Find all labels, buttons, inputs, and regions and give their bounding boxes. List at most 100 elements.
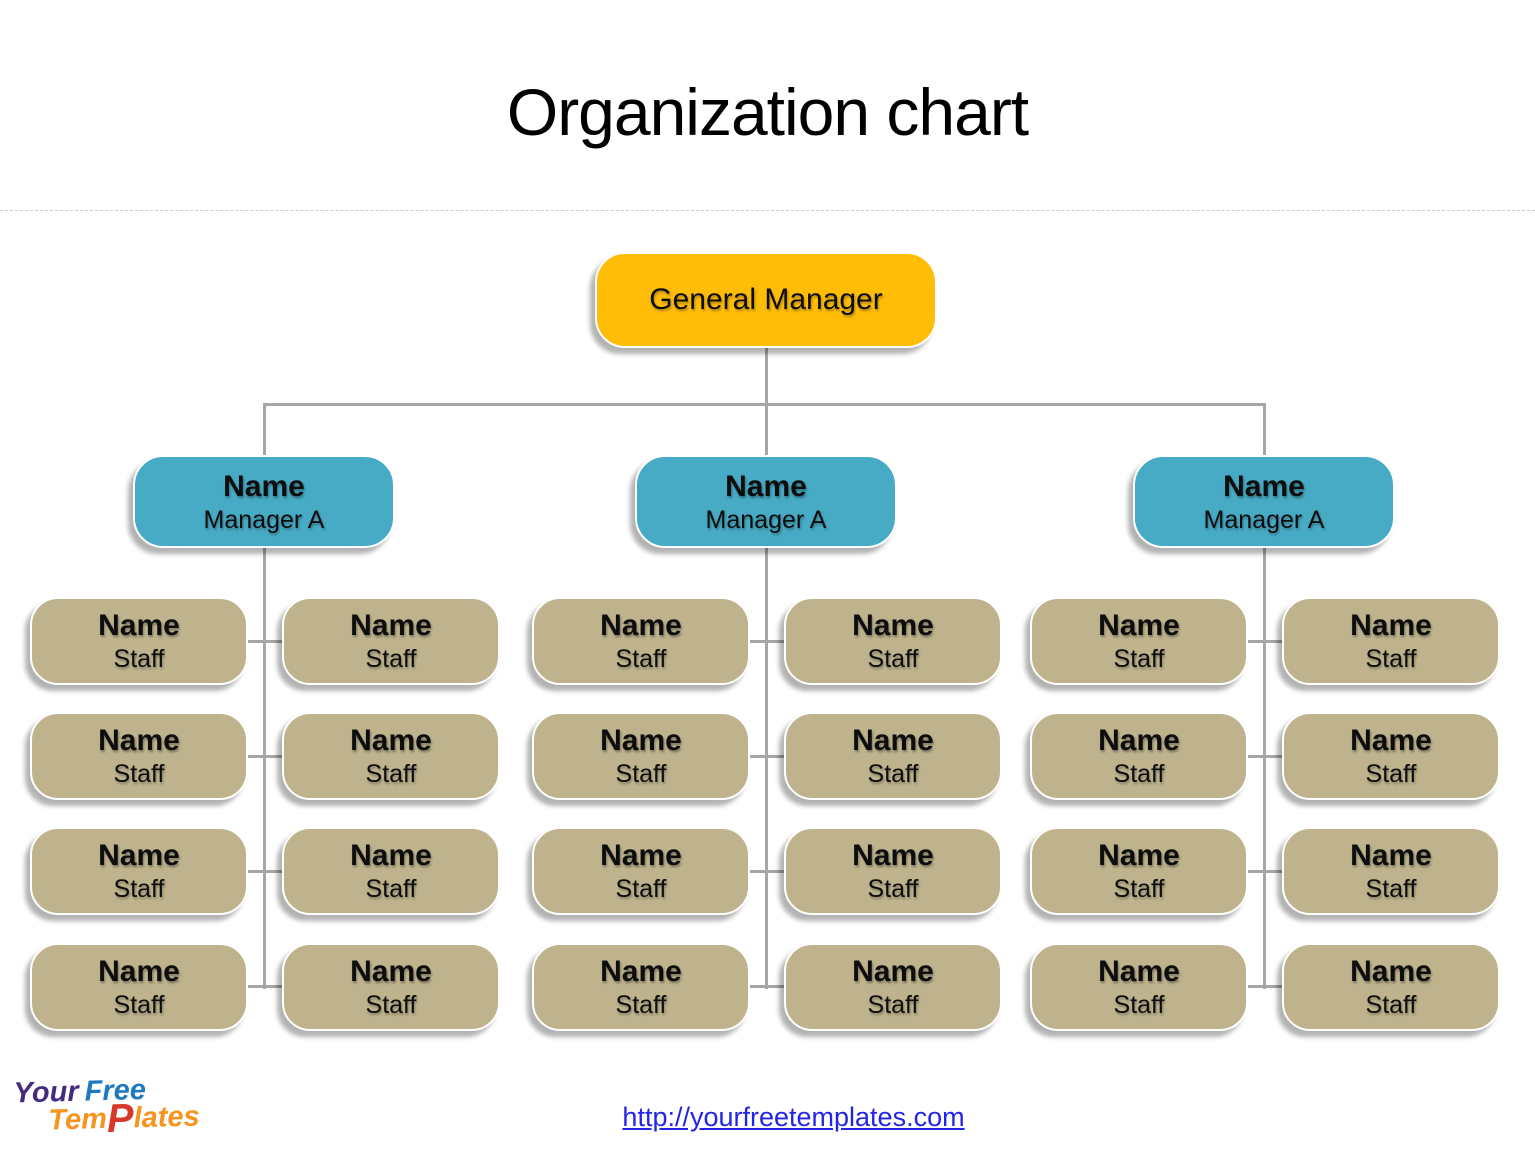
staff-role: Staff bbox=[1113, 875, 1165, 903]
staff-name: Name bbox=[600, 609, 682, 642]
staff-name: Name bbox=[1350, 724, 1432, 757]
staff-node: Name Staff bbox=[1030, 712, 1248, 800]
staff-name: Name bbox=[1098, 609, 1180, 642]
staff-role: Staff bbox=[1113, 991, 1165, 1019]
staff-name: Name bbox=[1098, 955, 1180, 988]
connector-stub bbox=[243, 640, 285, 643]
staff-role: Staff bbox=[867, 875, 919, 903]
staff-name: Name bbox=[852, 839, 934, 872]
connector-spine-3 bbox=[1263, 545, 1266, 989]
manager-node-1: Name Manager A bbox=[133, 455, 395, 548]
connector-spine-1 bbox=[263, 545, 266, 989]
page-title: Organization chart bbox=[506, 75, 1029, 149]
staff-role: Staff bbox=[365, 760, 417, 788]
connector-stub bbox=[1243, 755, 1285, 758]
staff-node: Name Staff bbox=[30, 712, 248, 800]
staff-name: Name bbox=[600, 724, 682, 757]
staff-node: Name Staff bbox=[1282, 943, 1500, 1031]
connector-stub bbox=[745, 755, 787, 758]
staff-node: Name Staff bbox=[282, 712, 500, 800]
staff-node: Name Staff bbox=[282, 827, 500, 915]
staff-node: Name Staff bbox=[1282, 712, 1500, 800]
staff-role: Staff bbox=[1365, 645, 1417, 673]
staff-role: Staff bbox=[113, 991, 165, 1019]
connector-stub bbox=[243, 985, 285, 988]
connector-stub bbox=[1243, 985, 1285, 988]
staff-name: Name bbox=[600, 955, 682, 988]
staff-node: Name Staff bbox=[1282, 597, 1500, 685]
footer-link[interactable]: http://yourfreetemplates.com bbox=[622, 1102, 965, 1132]
staff-name: Name bbox=[1350, 955, 1432, 988]
staff-name: Name bbox=[1098, 839, 1180, 872]
staff-name: Name bbox=[1350, 609, 1432, 642]
staff-node: Name Staff bbox=[1030, 597, 1248, 685]
staff-name: Name bbox=[98, 724, 180, 757]
staff-role: Staff bbox=[1113, 645, 1165, 673]
manager-role: Manager A bbox=[1203, 505, 1325, 534]
staff-node: Name Staff bbox=[784, 712, 1002, 800]
connector-stub bbox=[243, 755, 285, 758]
staff-name: Name bbox=[350, 609, 432, 642]
staff-role: Staff bbox=[365, 991, 417, 1019]
divider-line bbox=[0, 210, 1535, 211]
staff-name: Name bbox=[98, 839, 180, 872]
staff-role: Staff bbox=[365, 875, 417, 903]
staff-role: Staff bbox=[113, 645, 165, 673]
staff-role: Staff bbox=[1365, 760, 1417, 788]
staff-node: Name Staff bbox=[1030, 827, 1248, 915]
staff-node: Name Staff bbox=[532, 597, 750, 685]
staff-name: Name bbox=[852, 724, 934, 757]
staff-role: Staff bbox=[365, 645, 417, 673]
staff-role: Staff bbox=[1365, 991, 1417, 1019]
staff-name: Name bbox=[98, 609, 180, 642]
staff-role: Staff bbox=[867, 645, 919, 673]
manager-role: Manager A bbox=[705, 505, 827, 534]
staff-node: Name Staff bbox=[1030, 943, 1248, 1031]
connector-stub bbox=[745, 985, 787, 988]
connector-drop-2 bbox=[765, 403, 768, 455]
staff-node: Name Staff bbox=[532, 943, 750, 1031]
staff-node: Name Staff bbox=[1282, 827, 1500, 915]
connector-stub bbox=[1243, 640, 1285, 643]
manager-node-2: Name Manager A bbox=[635, 455, 897, 548]
staff-node: Name Staff bbox=[30, 943, 248, 1031]
staff-name: Name bbox=[350, 955, 432, 988]
manager-name: Name bbox=[223, 469, 305, 503]
staff-name: Name bbox=[1350, 839, 1432, 872]
staff-role: Staff bbox=[615, 645, 667, 673]
staff-role: Staff bbox=[1365, 875, 1417, 903]
connector-root-stem bbox=[765, 345, 768, 405]
staff-role: Staff bbox=[867, 991, 919, 1019]
staff-name: Name bbox=[98, 955, 180, 988]
connector-drop-3 bbox=[1263, 403, 1266, 455]
staff-role: Staff bbox=[615, 875, 667, 903]
staff-node: Name Staff bbox=[784, 827, 1002, 915]
footer: http://yourfreetemplates.com bbox=[0, 1102, 1535, 1133]
root-node-general-manager: General Manager bbox=[595, 252, 937, 348]
connector-rail bbox=[263, 403, 1265, 406]
manager-role: Manager A bbox=[203, 505, 325, 534]
manager-node-3: Name Manager A bbox=[1133, 455, 1395, 548]
staff-node: Name Staff bbox=[532, 827, 750, 915]
staff-node: Name Staff bbox=[30, 597, 248, 685]
staff-name: Name bbox=[350, 839, 432, 872]
staff-node: Name Staff bbox=[30, 827, 248, 915]
staff-role: Staff bbox=[615, 760, 667, 788]
staff-name: Name bbox=[1098, 724, 1180, 757]
staff-node: Name Staff bbox=[282, 597, 500, 685]
connector-stub bbox=[1243, 870, 1285, 873]
staff-role: Staff bbox=[615, 991, 667, 1019]
manager-name: Name bbox=[1223, 469, 1305, 503]
staff-name: Name bbox=[350, 724, 432, 757]
connector-stub bbox=[745, 640, 787, 643]
staff-role: Staff bbox=[113, 760, 165, 788]
staff-node: Name Staff bbox=[532, 712, 750, 800]
staff-name: Name bbox=[852, 609, 934, 642]
staff-role: Staff bbox=[1113, 760, 1165, 788]
root-node-label: General Manager bbox=[649, 283, 883, 316]
staff-role: Staff bbox=[113, 875, 165, 903]
connector-stub bbox=[243, 870, 285, 873]
connector-stub bbox=[745, 870, 787, 873]
connector-drop-1 bbox=[263, 403, 266, 455]
